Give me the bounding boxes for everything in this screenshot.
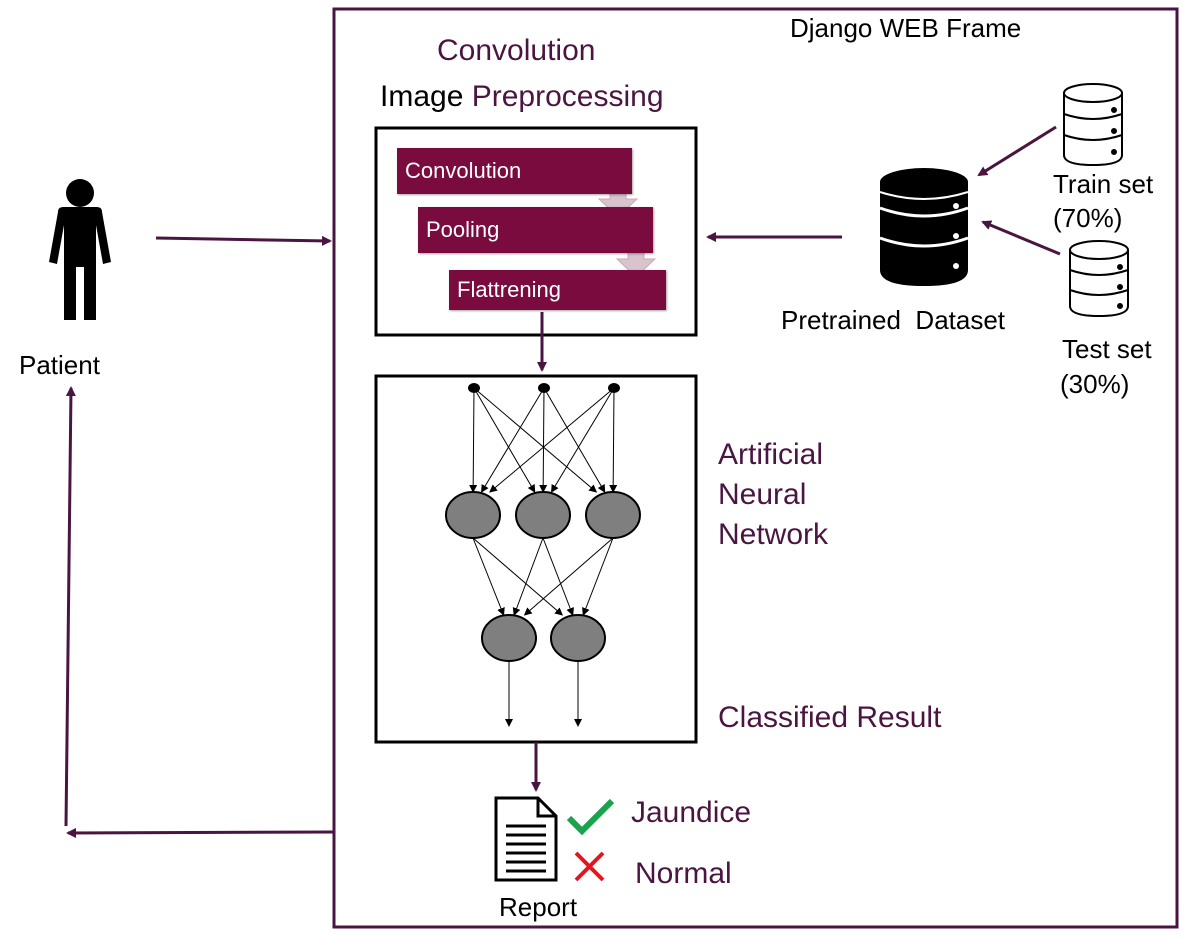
input-node	[468, 383, 480, 393]
preprocessing-heading-line2: Image Preprocessing	[380, 82, 664, 112]
arrow-frame-to-bottom-left	[66, 827, 335, 838]
test-set-label: Test set	[1062, 334, 1152, 364]
stage-flattening: Flattrening	[449, 270, 666, 310]
network-edge	[472, 537, 564, 616]
train-database-icon	[1063, 83, 1123, 167]
network-edge	[512, 537, 544, 616]
person-icon	[49, 179, 111, 320]
network-edge	[473, 387, 598, 493]
hidden-node	[445, 491, 501, 539]
stage-pooling-label: Pooling	[426, 217, 500, 242]
network-edge	[543, 387, 606, 493]
database-icon	[879, 168, 969, 286]
patient-label: Patient	[19, 350, 100, 380]
heading-image-word: Image	[380, 80, 464, 113]
stage-convolution-label: Convolution	[405, 158, 522, 183]
hidden-node	[585, 491, 641, 539]
report-label: Report	[499, 892, 578, 922]
report-document-icon	[494, 796, 558, 882]
dataset-word: Dataset	[915, 305, 1006, 335]
output-node	[481, 614, 537, 662]
ann-label-line2: Neural	[718, 478, 807, 511]
cross-icon	[574, 851, 605, 882]
network-edge	[469, 387, 478, 493]
network-edge	[523, 537, 614, 616]
stage-flattening-label: Flattrening	[457, 277, 561, 302]
pretrained-dataset-label: Pretrained Dataset	[781, 307, 1005, 333]
arrow-test-to-dataset	[981, 220, 1061, 256]
classified-result-label: Classified Result	[718, 701, 942, 734]
heading-preprocessing-word: Preprocessing	[471, 80, 664, 113]
train-set-label: Train set	[1053, 169, 1154, 199]
arrow-up-to-patient	[64, 386, 76, 827]
ann-label-line3: Network	[718, 518, 829, 551]
hidden-node	[515, 491, 571, 539]
normal-label: Normal	[635, 857, 732, 890]
input-node	[538, 383, 550, 393]
arrow-patient-to-frame	[155, 235, 332, 246]
train-set-pct: (70%)	[1053, 203, 1123, 233]
network-edge	[473, 387, 536, 493]
network-edge	[582, 537, 614, 616]
network-edge	[472, 537, 505, 616]
network-edge	[609, 387, 618, 493]
jaundice-label: Jaundice	[631, 796, 752, 829]
frame-title: Django WEB Frame	[790, 13, 1022, 43]
network-edge	[551, 387, 615, 493]
pretrained-word: Pretrained	[781, 305, 901, 335]
stage-pooling: Pooling	[418, 207, 653, 253]
django-frame	[332, 7, 1179, 929]
network-edge	[489, 387, 615, 493]
preprocessing-heading-line1: Convolution	[437, 34, 596, 67]
ann-label-line1: Artificial	[718, 438, 824, 471]
ann-box	[374, 374, 698, 744]
neural-network	[445, 383, 641, 727]
output-node	[550, 614, 606, 662]
checkmark-icon	[566, 798, 615, 836]
arrow-train-to-dataset	[977, 125, 1057, 177]
test-set-pct: (30%)	[1060, 369, 1130, 399]
network-edge	[481, 387, 545, 493]
stage-convolution: Convolution	[397, 148, 632, 194]
preprocessing-box	[374, 126, 698, 337]
test-database-icon	[1069, 240, 1129, 318]
input-node	[608, 383, 620, 393]
network-edge	[539, 387, 548, 493]
network-edge	[542, 537, 574, 616]
